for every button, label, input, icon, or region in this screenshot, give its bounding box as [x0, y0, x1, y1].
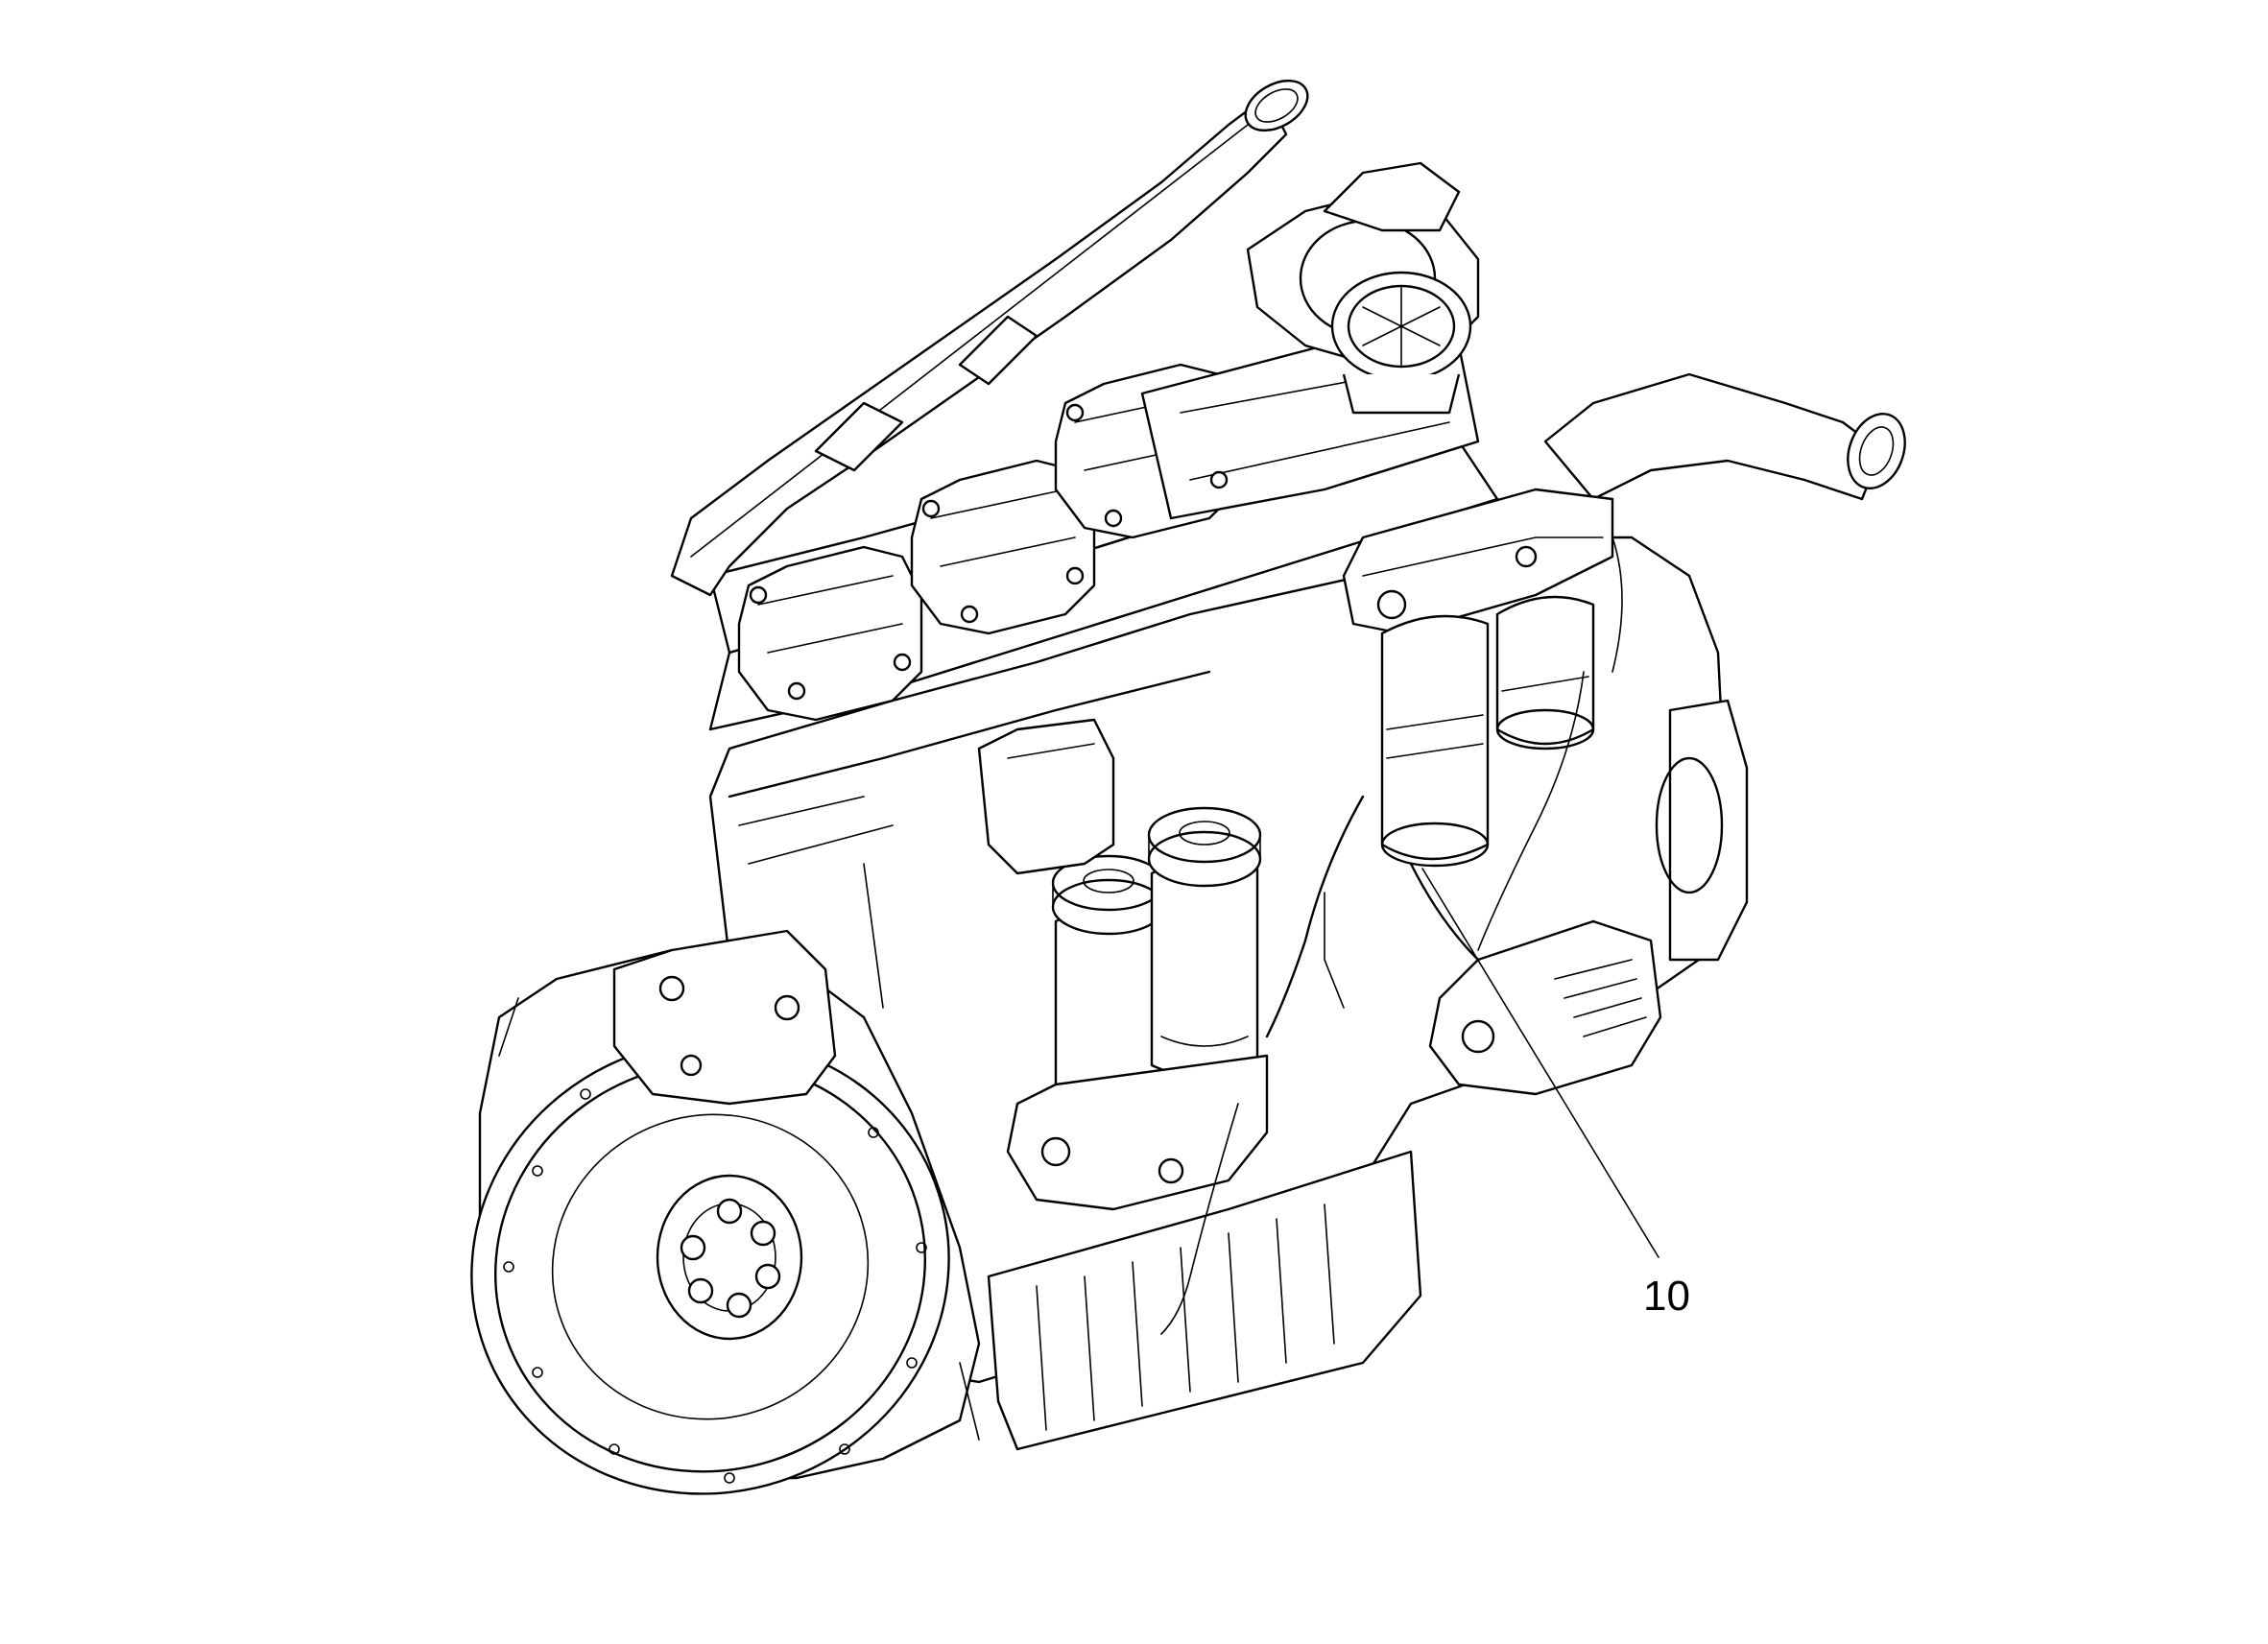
valve-cover-bolts: [749, 403, 1229, 701]
flywheel-bolts: [680, 1198, 781, 1319]
callout-10: 10: [1421, 868, 1690, 1320]
oil-filter-housing: [1006, 1054, 1269, 1211]
fuel-injection-pump: [1428, 919, 1662, 1096]
timing-housing-right: [1655, 699, 1749, 962]
fuel-filter-left: [1380, 614, 1490, 868]
callout-label: 10: [1643, 1273, 1690, 1320]
charge-air-pipe: [670, 79, 1309, 597]
side-cover: [977, 718, 1115, 875]
intake-hose-right: [1543, 372, 1906, 501]
oil-filter-right: [1147, 806, 1262, 1079]
breather-cap: [1330, 271, 1472, 415]
fuel-filter-head: [1342, 488, 1614, 635]
callout-leader-line: [1421, 868, 1659, 1258]
oil-pan: [987, 1150, 1422, 1451]
fuel-filter-right: [1495, 595, 1595, 751]
front-bracket: [612, 929, 837, 1106]
fuel-lines: [1160, 536, 1623, 1335]
